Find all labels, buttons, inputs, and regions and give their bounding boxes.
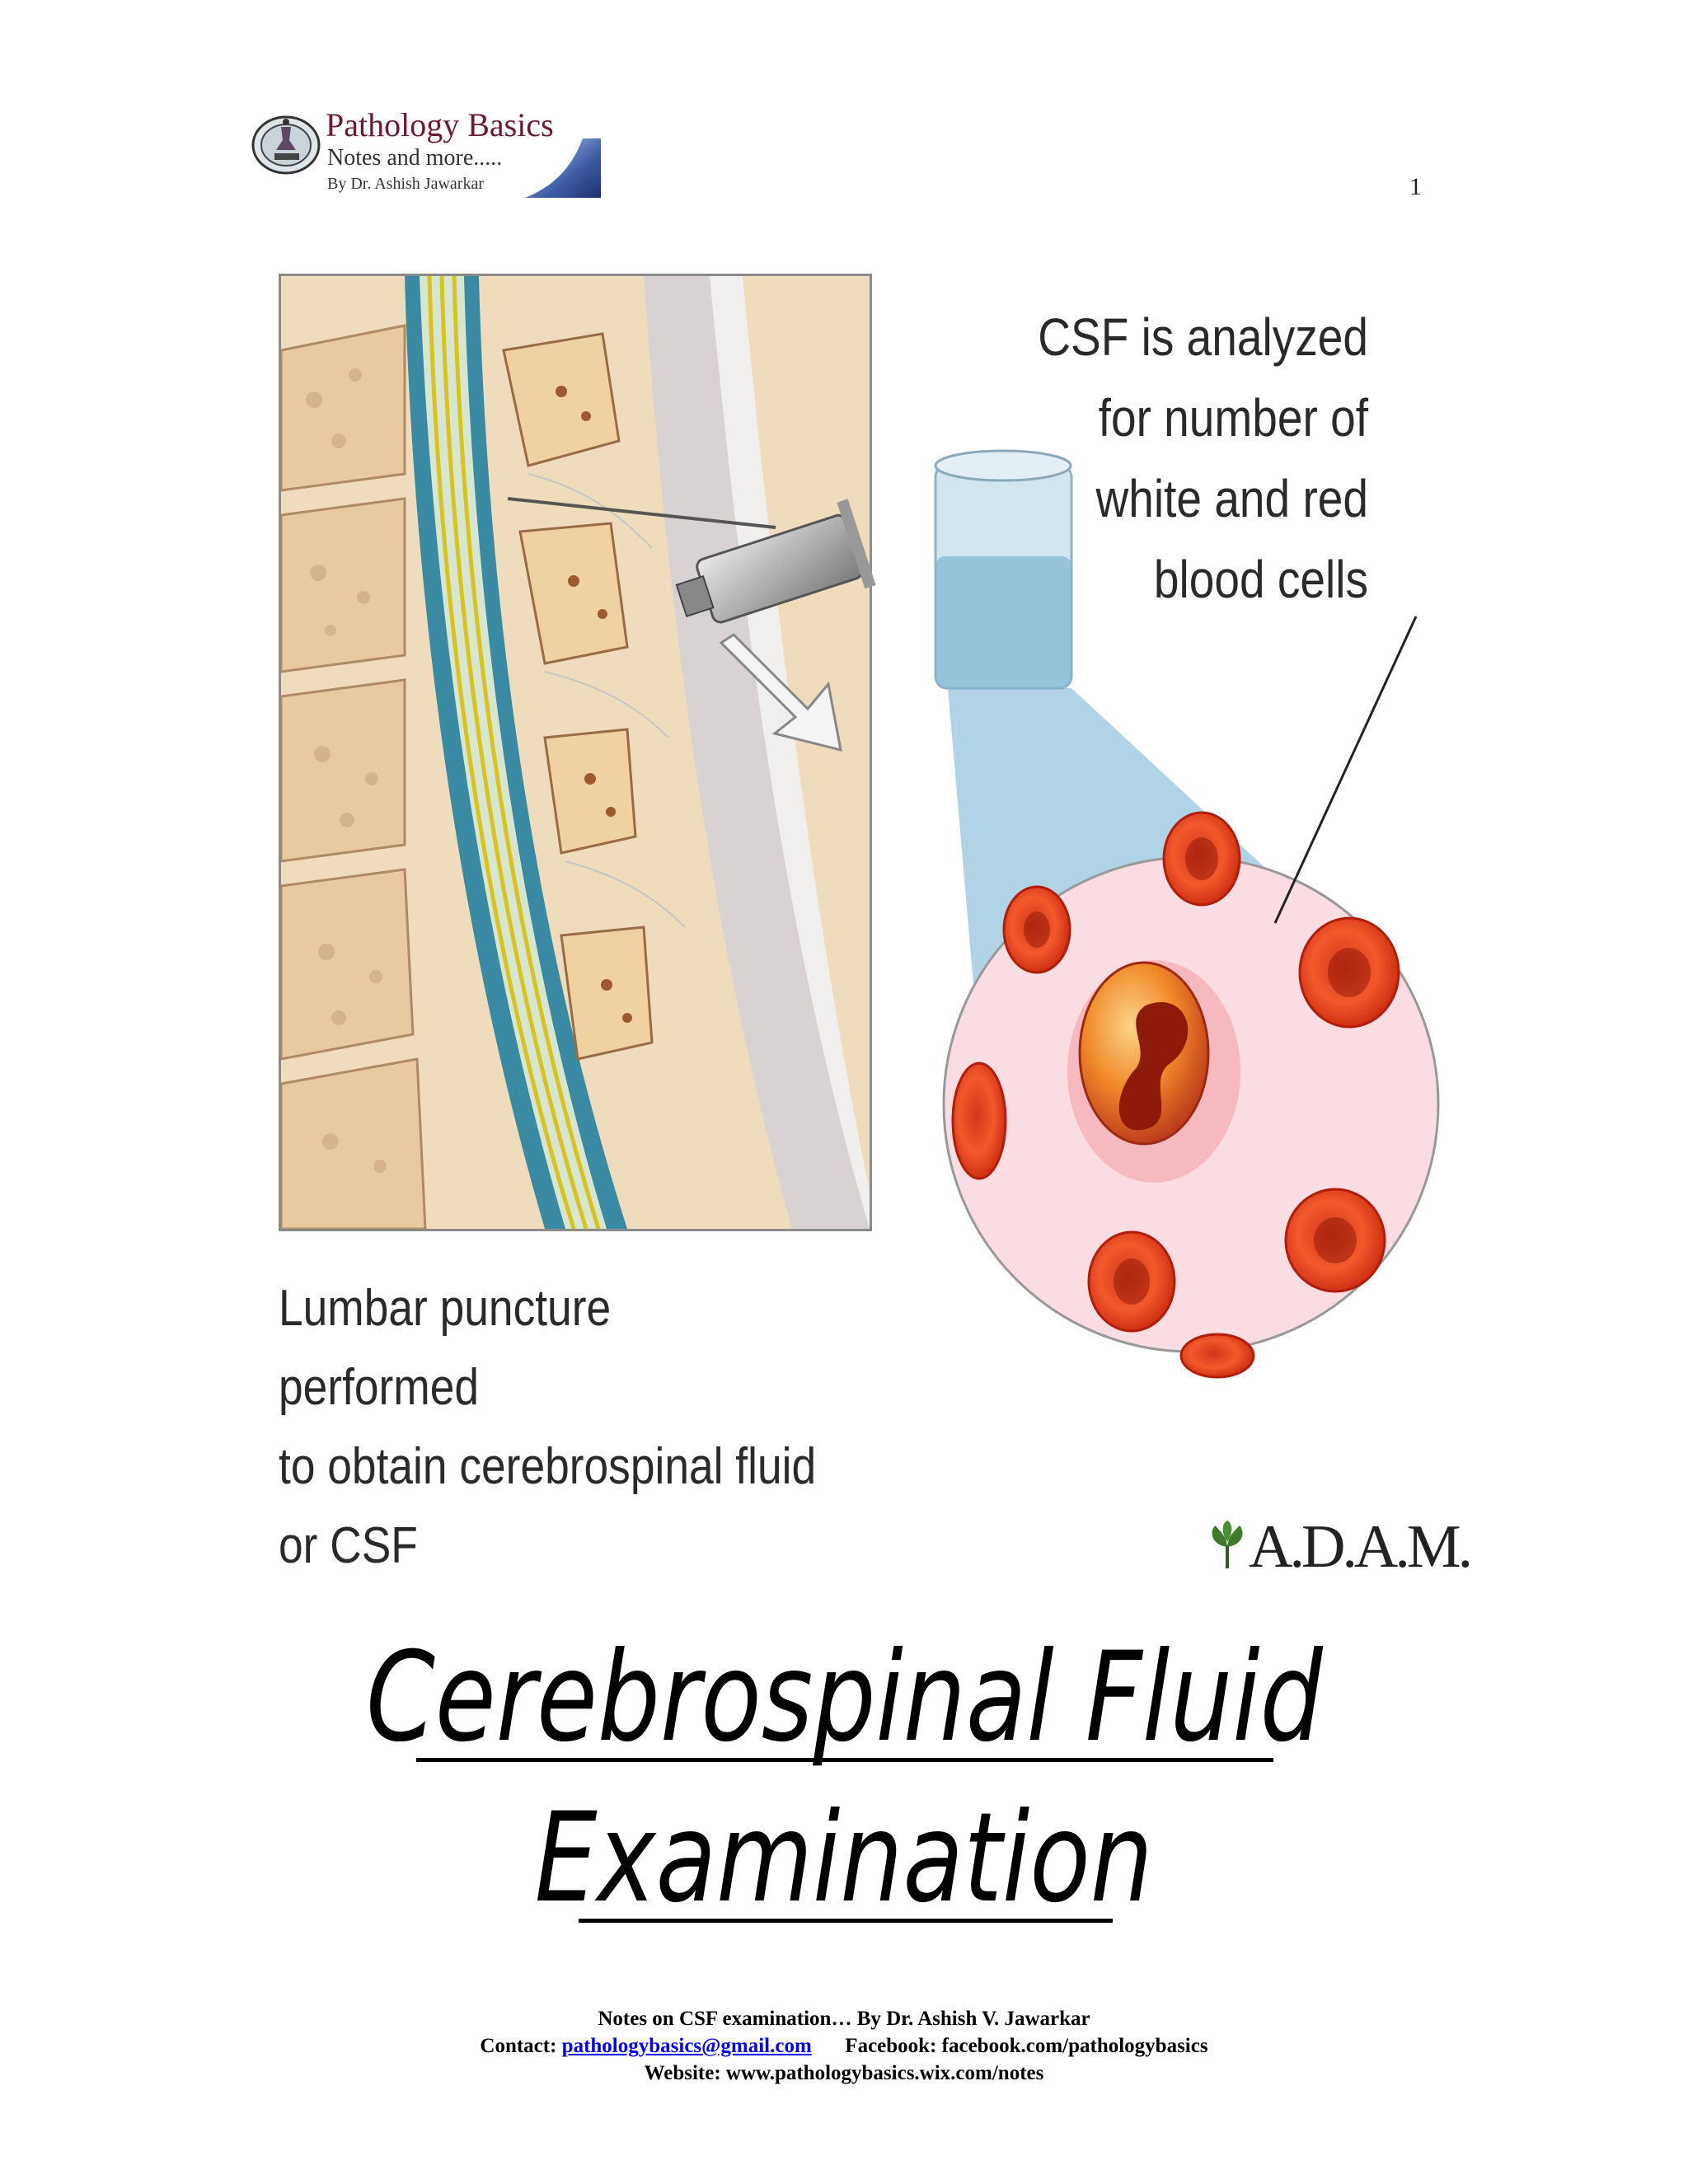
lumbar-puncture-caption: Lumbar puncture performed to obtain cere…	[279, 1269, 818, 1586]
footer-contact: Contact: pathologybasics@gmail.com Faceb…	[0, 2035, 1688, 2058]
pathology-basics-logo: Pathology Basics Notes and more..... By …	[251, 105, 601, 198]
csf-caption-line: CSF is analyzed	[1038, 307, 1368, 367]
lp-caption-line: to obtain cerebrospinal fluid	[279, 1438, 817, 1495]
csf-caption-line: white and red	[1095, 469, 1368, 528]
logo-subtitle: Notes and more.....	[327, 145, 503, 171]
syringe-vial-magnification-graphic	[675, 449, 1440, 1379]
logo-title: Pathology Basics	[326, 106, 554, 143]
title-text: Examination	[534, 1787, 1154, 1930]
lumbar-puncture-illustration: CSF is analyzed for number of white and …	[272, 247, 1473, 1591]
csf-caption-line: for number of	[1098, 388, 1368, 448]
microscope-emblem-icon	[251, 115, 321, 175]
adam-credit: A.D.A.M.	[1249, 1513, 1473, 1581]
leaf-icon	[1212, 1521, 1243, 1568]
logo-byline: By Dr. Ashish Jawarkar	[327, 175, 484, 193]
footer-notes: Notes on CSF examination… By Dr. Ashish …	[598, 2008, 1090, 2030]
facebook-label: Facebook:	[845, 2035, 937, 2057]
document-title-line-1: Cerebrospinal Fluid	[0, 1636, 1688, 1760]
lp-caption-line: or CSF	[279, 1517, 418, 1574]
page-number: 1	[1409, 173, 1422, 200]
document-title-line-2: Examination	[0, 1797, 1688, 1920]
title-underline	[579, 1919, 1113, 1923]
csf-caption-line: blood cells	[1153, 550, 1368, 609]
logo-swoosh-graphic	[525, 138, 601, 198]
title-text: Cerebrospinal Fluid	[365, 1626, 1323, 1769]
facebook-handle: facebook.com/pathologybasics	[941, 2035, 1208, 2057]
email-link[interactable]: pathologybasics@gmail.com	[561, 2035, 812, 2057]
lp-caption-line: Lumbar puncture performed	[279, 1280, 612, 1416]
contact-label: Contact:	[480, 2035, 557, 2057]
spine-cross-section-image	[279, 274, 872, 1231]
title-underline	[416, 1758, 1273, 1762]
footer-website: Website: www.pathologybasics.wix.com/not…	[644, 2062, 1044, 2084]
csf-analysis-caption: CSF is analyzed for number of white and …	[992, 297, 1368, 620]
